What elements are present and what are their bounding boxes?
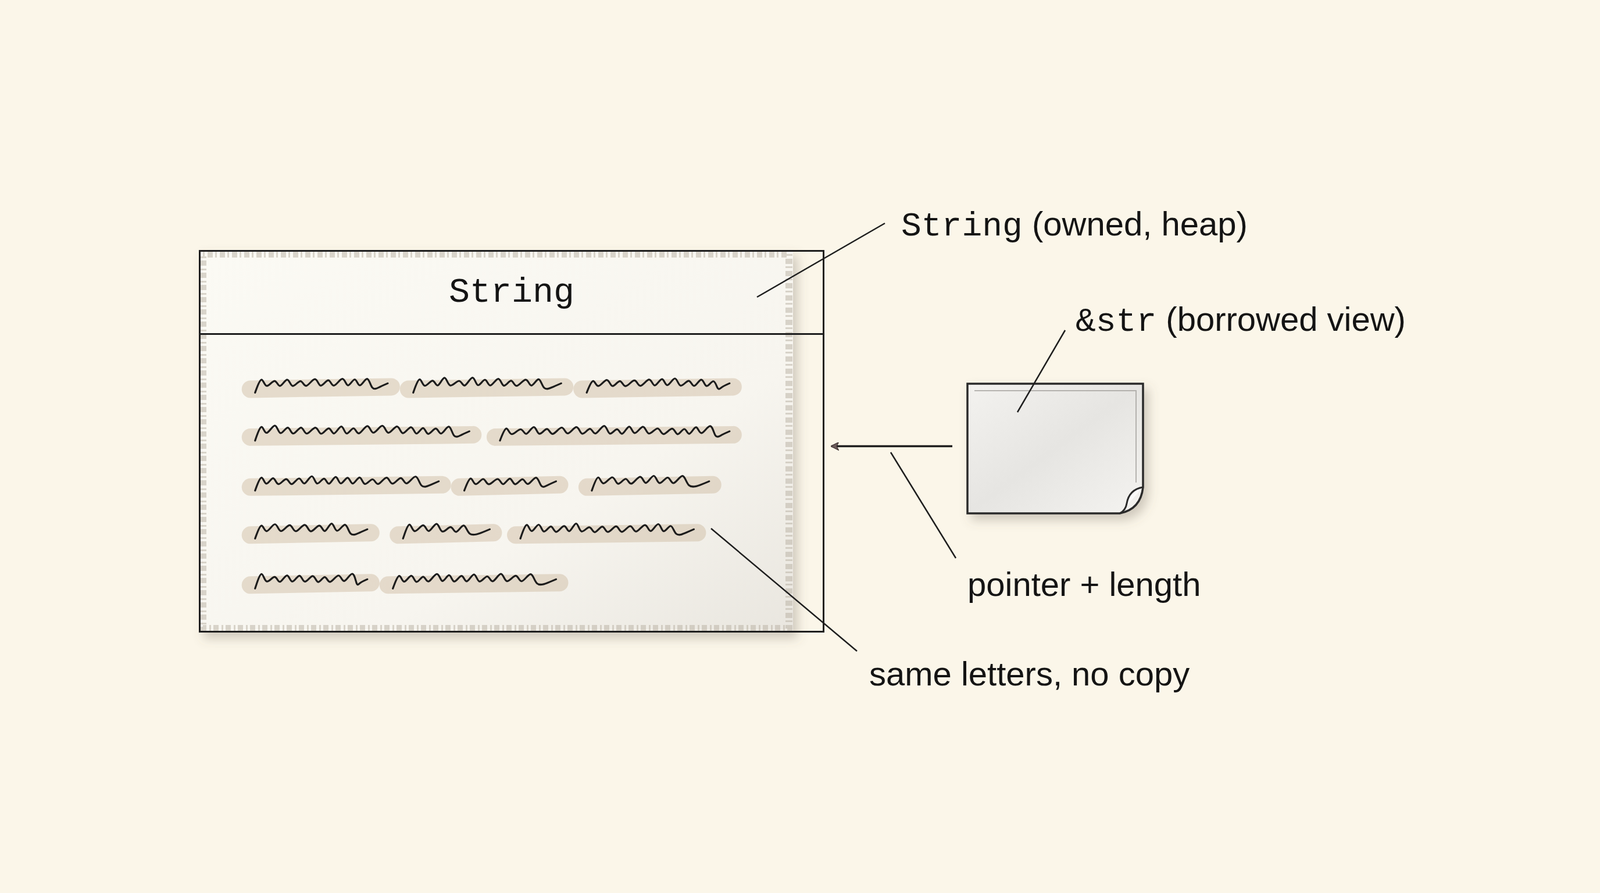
scribble-highlight	[515, 532, 698, 535]
scribble-highlight	[408, 386, 565, 389]
scribble-ink	[393, 573, 557, 589]
str-card	[967, 383, 1144, 514]
edge-label: pointer + length	[967, 565, 1201, 605]
card-inner-edge	[974, 390, 1137, 483]
scribble-highlight	[250, 386, 392, 389]
scribble-ink	[413, 377, 562, 394]
leader-line	[890, 452, 956, 559]
scribble-ink	[255, 476, 439, 491]
scribble-highlight	[581, 386, 734, 389]
scribble-ink	[500, 426, 730, 441]
scribble-ink	[255, 523, 368, 539]
leader-line	[756, 223, 885, 298]
leader-line	[711, 528, 857, 652]
string-box: String	[198, 250, 825, 633]
scribble-ink	[255, 379, 388, 394]
scribble-ink	[520, 523, 694, 539]
callout-label: String (owned, heap)	[901, 204, 1248, 247]
scribble-highlight	[495, 434, 734, 438]
borrow-arrow	[831, 445, 953, 448]
scribble-highlight	[250, 582, 371, 585]
scribble-highlight	[250, 484, 443, 488]
scribble-ink	[464, 477, 557, 491]
scribble-ink	[255, 573, 368, 589]
str-card: &str (borrowed view)	[967, 383, 1144, 514]
callout-label: same letters, no copy	[869, 654, 1190, 694]
scribble-highlight	[250, 434, 474, 438]
text-scribbles	[250, 377, 734, 589]
scribble-ink	[591, 475, 710, 491]
scribble-ink	[402, 523, 490, 539]
box-heading: String	[200, 251, 823, 335]
scribble-highlight	[388, 582, 560, 585]
card-curl	[1119, 487, 1144, 514]
scribble-ink	[586, 378, 730, 393]
leader-line	[1017, 330, 1066, 413]
scribble-ink	[255, 425, 470, 441]
card-label: &str (borrowed view)	[1075, 300, 1406, 342]
